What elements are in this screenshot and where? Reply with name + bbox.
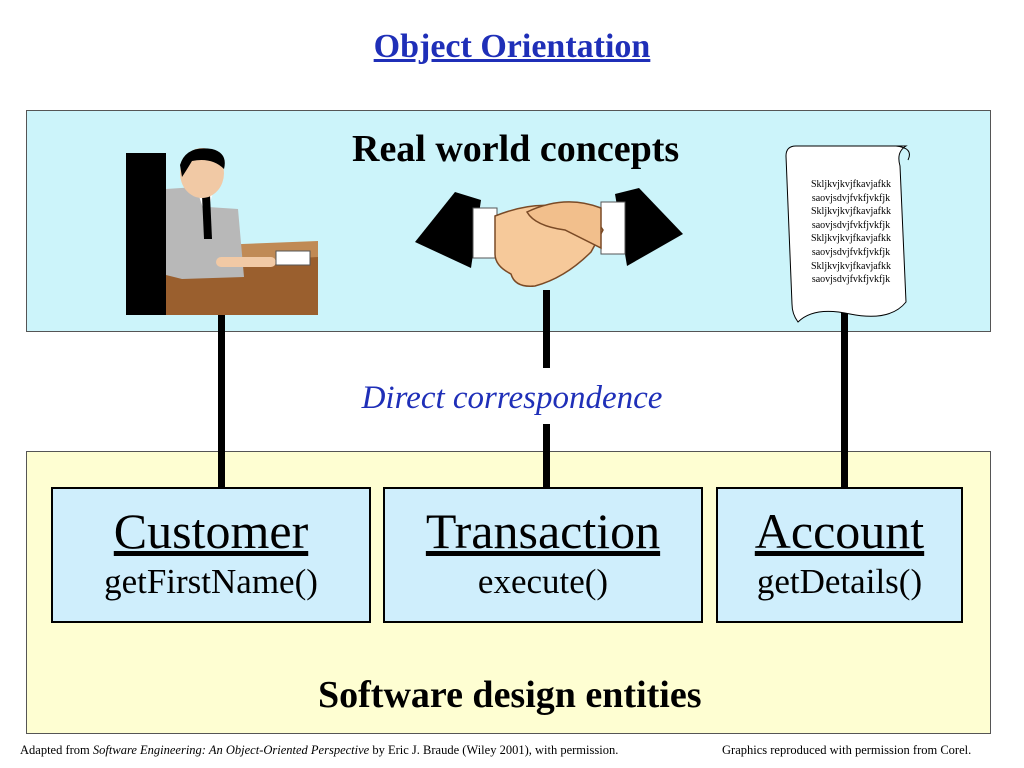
document-line: Skljkvjkvjfkavjafkk xyxy=(811,179,891,190)
footer-prefix: Adapted from xyxy=(20,743,93,757)
class-name-account: Account xyxy=(754,503,925,559)
document-line: saovjsdvjfvkfjvkfjk xyxy=(811,192,891,204)
document-line: saovjsdvjfvkfjvkfjk xyxy=(811,219,891,231)
real-world-heading: Real world concepts xyxy=(352,128,680,170)
connector-customer xyxy=(218,312,225,488)
class-box-customer: Customer getFirstName() xyxy=(51,487,371,623)
connector-transaction-lower xyxy=(543,424,550,488)
document-line: saovjsdvjfvkfjvkfjk xyxy=(811,246,891,258)
document-icon xyxy=(785,145,910,323)
document-line: Skljkvjkvjfkavjafkk xyxy=(811,260,891,272)
document-text: Skljkvjkvjfkavjafkk saovjsdvjfvkfjvkfjk … xyxy=(796,178,906,287)
footer-credit: Graphics reproduced with permission from… xyxy=(722,743,972,757)
handshake-icon xyxy=(415,188,683,287)
businessman-icon xyxy=(126,148,318,315)
document-line: Skljkvjkvjfkavjafkk xyxy=(811,233,891,245)
class-name-transaction: Transaction xyxy=(425,503,661,559)
direct-correspondence-label: Direct correspondence xyxy=(361,380,663,416)
footer-attribution: Adapted from Software Engineering: An Ob… xyxy=(20,743,618,758)
class-box-account: Account getDetails() xyxy=(716,487,963,623)
class-method-transaction: execute() xyxy=(477,562,609,601)
connector-account xyxy=(841,312,848,488)
document-line: saovjsdvjfvkfjvkfjk xyxy=(811,274,891,286)
slide-title: Object Orientation xyxy=(373,28,651,65)
class-name-customer: Customer xyxy=(113,503,309,559)
software-heading: Software design entities xyxy=(318,674,702,716)
class-method-account: getDetails() xyxy=(756,562,923,601)
connector-transaction-upper xyxy=(543,290,550,368)
footer-book-title: Software Engineering: An Object-Oriented… xyxy=(92,743,370,757)
class-method-customer: getFirstName() xyxy=(104,562,318,601)
footer-suffix: by Eric J. Braude (Wiley 2001), with per… xyxy=(369,743,619,757)
document-line: Skljkvjkvjfkavjafkk xyxy=(811,206,891,218)
class-box-transaction: Transaction execute() xyxy=(383,487,703,623)
